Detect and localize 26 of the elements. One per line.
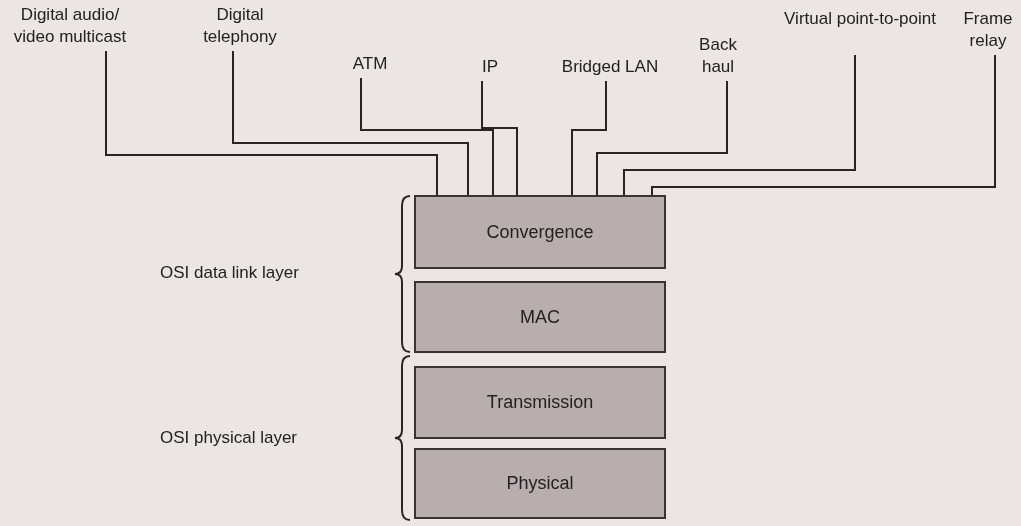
connector-line	[481, 80, 518, 196]
layer-group-label: OSI physical layer	[160, 428, 297, 448]
service-label: IP	[470, 56, 510, 78]
service-label: Digital audio/ video multicast	[0, 4, 140, 48]
layer-name: MAC	[520, 306, 560, 328]
service-label: Back haul	[688, 34, 748, 78]
connector-line	[623, 54, 856, 196]
connector-line	[651, 54, 996, 196]
layer-box	[414, 195, 666, 269]
connector-line	[232, 50, 469, 196]
layer-box	[414, 448, 666, 519]
service-label: Frame relay	[955, 8, 1021, 52]
layer-group-label: OSI data link layer	[160, 263, 299, 283]
service-label: Digital telephony	[180, 4, 300, 48]
service-label: Bridged LAN	[545, 56, 675, 78]
layer-name: Physical	[506, 473, 574, 494]
connector-line	[360, 77, 494, 196]
layer-name: Transmission	[486, 392, 594, 413]
service-label: Virtual point-to-point	[780, 8, 940, 52]
layer-box	[414, 366, 666, 439]
layer-name: Convergence	[486, 221, 594, 243]
connector-line	[571, 80, 607, 196]
connector-line	[596, 80, 728, 196]
layer-box	[414, 281, 666, 353]
service-label: ATM	[340, 53, 400, 75]
connector-line	[105, 50, 438, 196]
